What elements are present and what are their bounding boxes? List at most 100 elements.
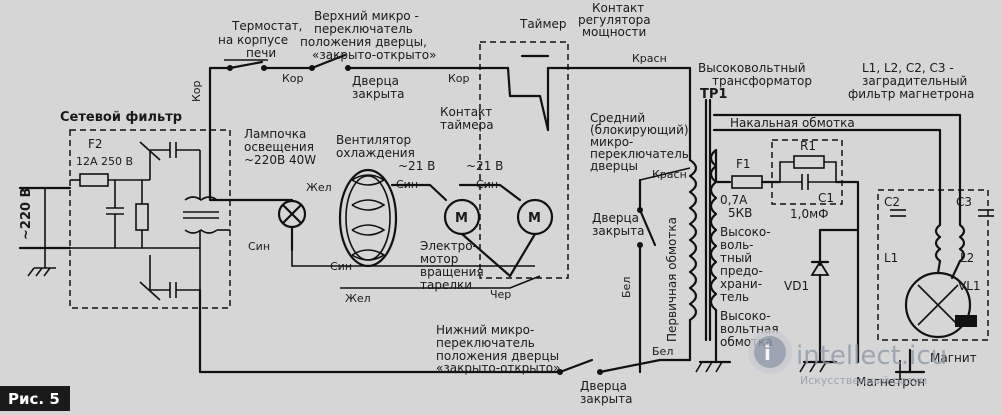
wire-color-cher: Чер [490, 288, 511, 301]
lower-switch-label-4: «закрыто-открыто» [436, 361, 560, 375]
vl1-label: VL1 [958, 279, 981, 293]
svg-text:i: i [764, 341, 771, 365]
lamp-label-3: ~220В 40W [244, 153, 316, 167]
lower-switch-label-3: положения дверцы [436, 349, 559, 363]
motor-label-4: тарелки [420, 278, 472, 292]
timer-contact-label-2: таймера [440, 118, 494, 132]
hv-fuse-label-1: Высоко- [720, 225, 771, 239]
wire-color-kor2: Кор [282, 72, 304, 85]
fuse-f1-rating-2: 5КВ [728, 206, 752, 220]
hv-fuse-label-5: храни- [720, 277, 762, 291]
rc-box [771, 139, 843, 205]
thermostat-label-1: Термостат, [231, 19, 302, 33]
door-closed-top-1: Дверца [352, 74, 399, 88]
hv-winding-label-1: Высоко- [720, 309, 771, 323]
fan-label-2: охлаждения [336, 146, 415, 160]
wire-color-kor3: Кор [448, 72, 470, 85]
capacitor-c1 [780, 174, 836, 190]
hv-fuse-label-6: тель [720, 290, 749, 304]
timer-motor-icon: M [516, 198, 554, 236]
r1-label: R1 [800, 139, 816, 153]
ground-icon [799, 360, 838, 373]
filter-capacitor-top [139, 141, 200, 180]
fuse-f2-label: F2 [88, 137, 103, 151]
door-closed-mid-1: Дверца [592, 211, 639, 225]
transformer-tr1-label: TP1 [700, 87, 727, 102]
svg-text:M: M [528, 211, 541, 226]
upper-switch-label-1: Верхний микро - [314, 9, 419, 23]
filter-capacitor-bottom [139, 255, 200, 301]
upper-switch-label-3: положения дверцы, [300, 35, 427, 49]
thermostat-label-3: печи [246, 46, 276, 60]
wire-color-zhel2: Жел [345, 292, 371, 305]
ground-icon [695, 360, 732, 373]
filter-choke [183, 150, 230, 290]
motor-label-2: мотор [420, 252, 458, 266]
motor-label-3: вращения [420, 265, 484, 279]
fuse-f2-rating: 12A 250 В [76, 155, 133, 168]
timer-label: Таймер [519, 17, 567, 31]
lower-switch-label-1: Нижний микро- [436, 323, 534, 337]
wire-color-sin1: Син [248, 240, 270, 253]
wire-color-zhel1: Жел [306, 181, 332, 194]
wire-bottom-return [198, 288, 562, 374]
watermark-tagline: Искусственный разум [800, 374, 927, 387]
upper-switch-label-2: переключатель [314, 22, 413, 36]
timer-contact-label-1: Контакт [440, 105, 492, 119]
mains-filter-box [69, 129, 231, 309]
mains-voltage-label: ~220 В [19, 188, 34, 240]
filament-winding-wire [712, 128, 942, 202]
magnet-label: Магнит [930, 351, 977, 365]
watermark-logo: i intellect.icu Искусственный разум [748, 330, 947, 387]
power-contact-label-1: Контакт [592, 1, 644, 15]
lamp-label-2: освещения [244, 140, 314, 154]
upper-switch-label-4: «закрыто-открыто» [312, 48, 436, 62]
door-closed-bottom-2: закрыта [580, 392, 632, 406]
c2-label: C2 [884, 195, 900, 209]
filter-coils [890, 198, 994, 263]
wire-color-red-top: Красн [632, 52, 667, 65]
hv-fuse-label-4: предо- [720, 264, 763, 278]
fuse-f1-label: F1 [736, 157, 751, 171]
primary-winding-label: Первичная обмотка [665, 217, 679, 342]
door-closed-mid-2: закрыта [592, 224, 644, 238]
resistor-r1 [793, 155, 825, 169]
filter-resistor [135, 203, 149, 231]
motor-label-1: Электро- [420, 239, 477, 253]
door-closed-top-2: закрыта [352, 87, 404, 101]
diode-vd1 [810, 228, 860, 364]
power-contact-label-2: регулятора [578, 13, 651, 27]
vd1-label: VD1 [784, 279, 809, 293]
thermostat-label-2: на корпусе [218, 33, 288, 47]
wire-filter-to-thermostat [208, 66, 232, 202]
figure-caption-box [0, 386, 70, 411]
svg-text:M: M [455, 211, 468, 226]
door-closed-bottom-1: Дверца [580, 379, 627, 393]
lower-switch-label-2: переключатель [436, 336, 535, 350]
fuse-f2 [79, 173, 109, 187]
wire-color-kor1: Кор [190, 80, 203, 102]
power-contact-label-3: мощности [582, 25, 646, 39]
filament-label: Накальная обмотка [730, 116, 855, 130]
primary-winding [688, 158, 698, 322]
hv-winding [709, 148, 718, 312]
mains-filter-label: Сетевой фильтр [60, 110, 182, 125]
magnetron-label: Магнетрон [856, 375, 925, 389]
timer-box [479, 41, 569, 279]
filter-note-2: заградительный [862, 74, 967, 88]
hv-fuse-label-3: тный [720, 251, 752, 265]
c1-value: 1,0мФ [790, 207, 828, 221]
wire-color-bel2: Бел [652, 345, 673, 358]
fuse-f1-rating-1: 0,7A [720, 193, 748, 207]
magnetron-icon [904, 259, 977, 339]
wire-color-bel1: Бел [620, 277, 633, 298]
fan-label-1: Вентилятор [336, 133, 411, 147]
filter-note-3: фильтр магнетрона [848, 87, 974, 101]
turntable-motor-icon: M [443, 198, 481, 236]
middle-switch-label-4: переключатель [590, 147, 689, 161]
middle-switch-label-5: дверцы [590, 159, 638, 173]
watermark-brand: intellect.icu [796, 341, 947, 371]
upper-door-switch [309, 53, 351, 71]
lamp-label-1: Лампочка [244, 127, 306, 141]
